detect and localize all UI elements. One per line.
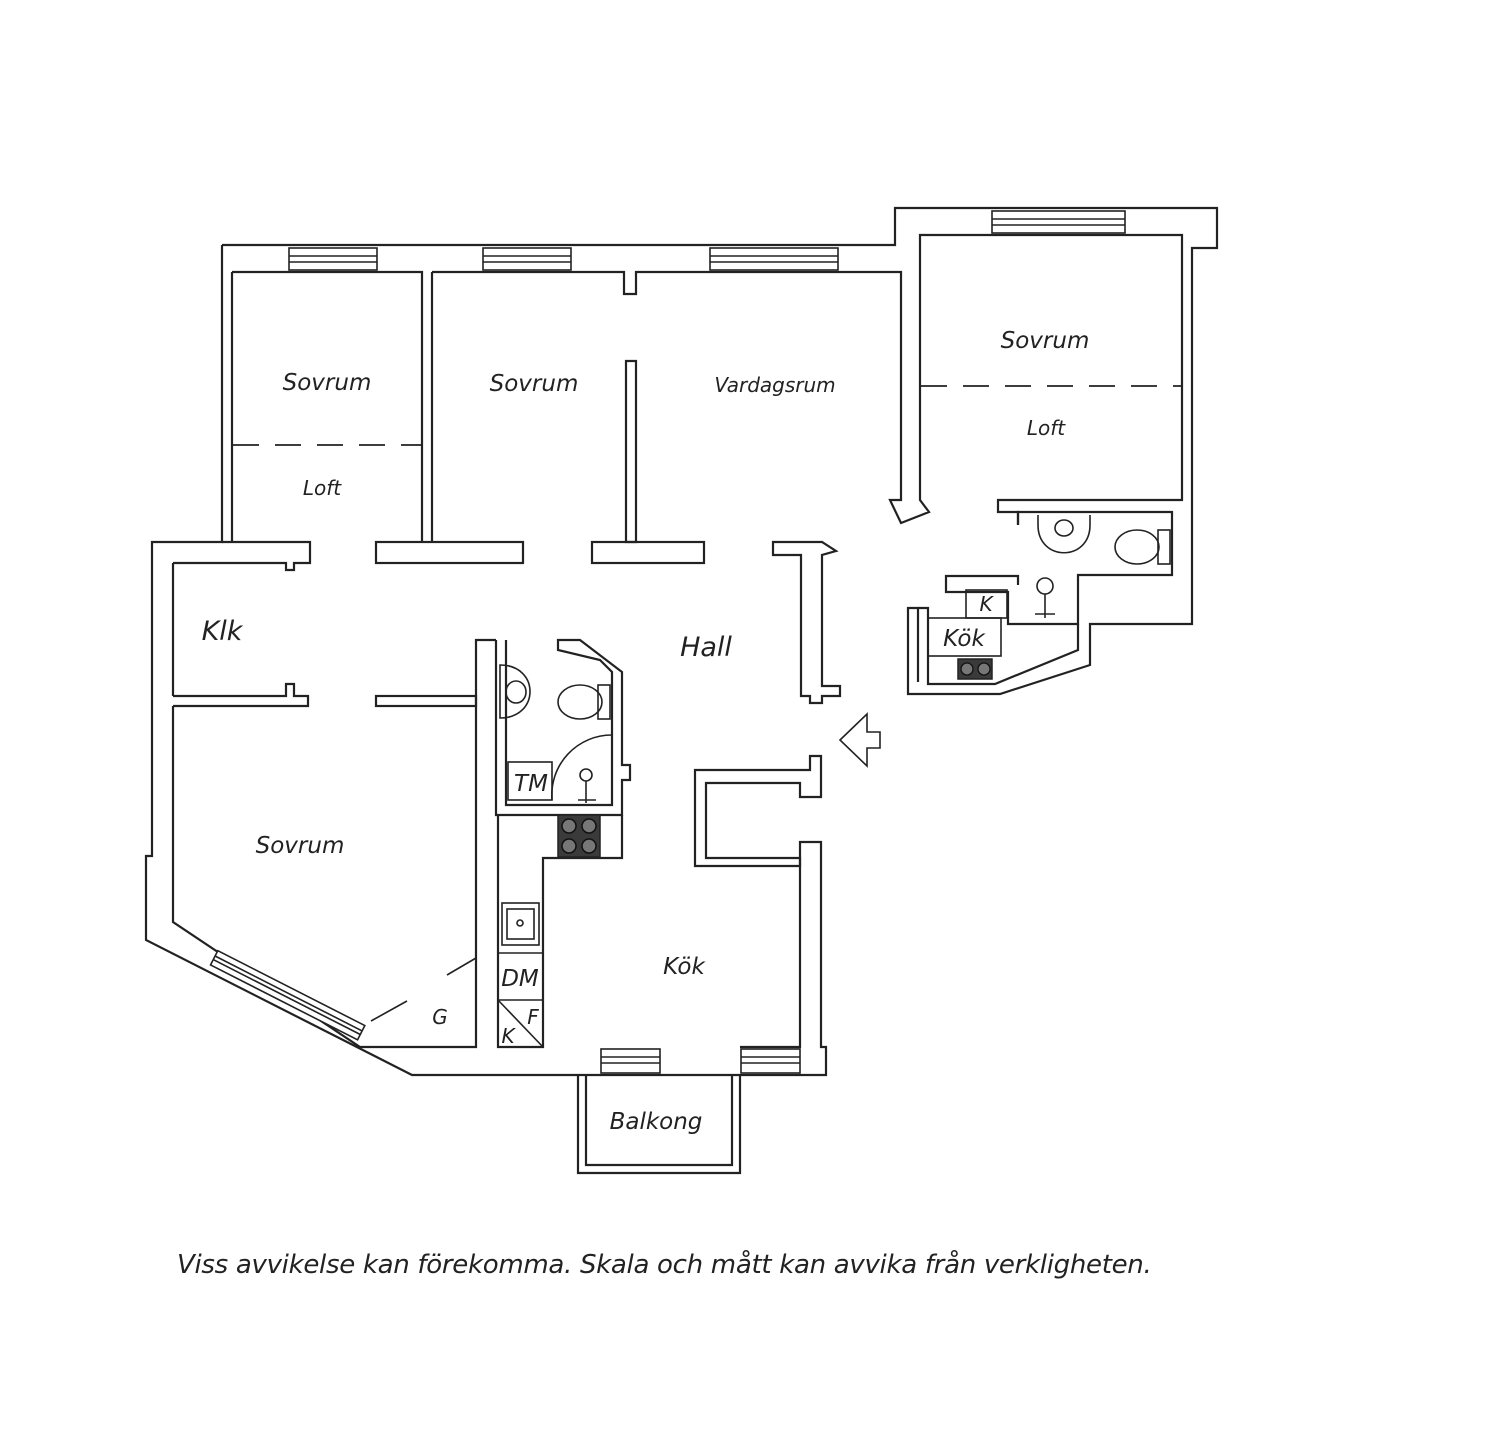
room-label-vardagsrum: Vardagsrum xyxy=(714,373,835,397)
toilet-icon xyxy=(597,684,611,720)
stove-icon xyxy=(557,814,601,858)
disclaimer-text: Viss avvikelse kan förekomma. Skala och … xyxy=(177,1250,1152,1280)
bathroom-main xyxy=(499,664,613,803)
window-1 xyxy=(288,247,378,271)
shower-arc xyxy=(551,734,613,801)
windows xyxy=(209,210,1126,1074)
fixture-label-f-main: F xyxy=(527,1005,539,1029)
room-label-sovrum-top-middle: Sovrum xyxy=(490,371,579,397)
room-label-klk: Klk xyxy=(202,616,244,647)
window-2 xyxy=(482,247,572,271)
balcony xyxy=(576,1075,742,1175)
fixture-label-k-small: K xyxy=(979,592,994,616)
kitchen-sink-icon xyxy=(501,902,540,946)
right-unit-fixtures xyxy=(918,510,1174,686)
room-label-hall: Hall xyxy=(680,632,732,663)
entrance-arrow-icon xyxy=(838,712,881,768)
window-5 xyxy=(209,949,366,1041)
fixture-labels: TM DM K F K G xyxy=(432,592,994,1048)
fixture-label-tm: TM xyxy=(514,771,548,797)
washing-machine-box xyxy=(507,761,553,801)
kitchen-units xyxy=(497,952,544,1048)
wardrobe-door-1 xyxy=(446,957,477,976)
window-7 xyxy=(740,1048,801,1074)
room-label-loft-left: Loft xyxy=(303,476,342,500)
outer-walls xyxy=(144,206,1219,1077)
room-label-kok-small: Kök xyxy=(943,626,986,652)
room-label-loft-right: Loft xyxy=(1027,416,1066,440)
shower-icon-right xyxy=(1036,577,1054,595)
toilet-icon-right xyxy=(1157,529,1171,565)
fixture-label-g: G xyxy=(432,1005,448,1029)
window-3 xyxy=(709,247,839,271)
room-label-sovrum-top-left: Sovrum xyxy=(283,370,372,396)
fixture-label-dm: DM xyxy=(501,966,539,992)
wardrobe-door-2 xyxy=(370,1000,408,1022)
room-label-sovrum-right: Sovrum xyxy=(1001,328,1090,354)
room-label-sovrum-bottom-left: Sovrum xyxy=(256,833,345,859)
room-label-balkong: Balkong xyxy=(610,1109,703,1135)
sink-icon-right xyxy=(1037,515,1091,554)
fixture-label-k-main: K xyxy=(501,1024,516,1048)
shower-icon xyxy=(579,768,593,782)
window-6 xyxy=(600,1048,661,1074)
sink-icon xyxy=(499,664,531,719)
room-labels: Sovrum Loft Sovrum Vardagsrum Sovrum Lof… xyxy=(202,328,1090,1135)
room-label-kok-main: Kök xyxy=(663,954,706,980)
window-4 xyxy=(991,210,1126,234)
interior-walls xyxy=(173,359,842,1049)
